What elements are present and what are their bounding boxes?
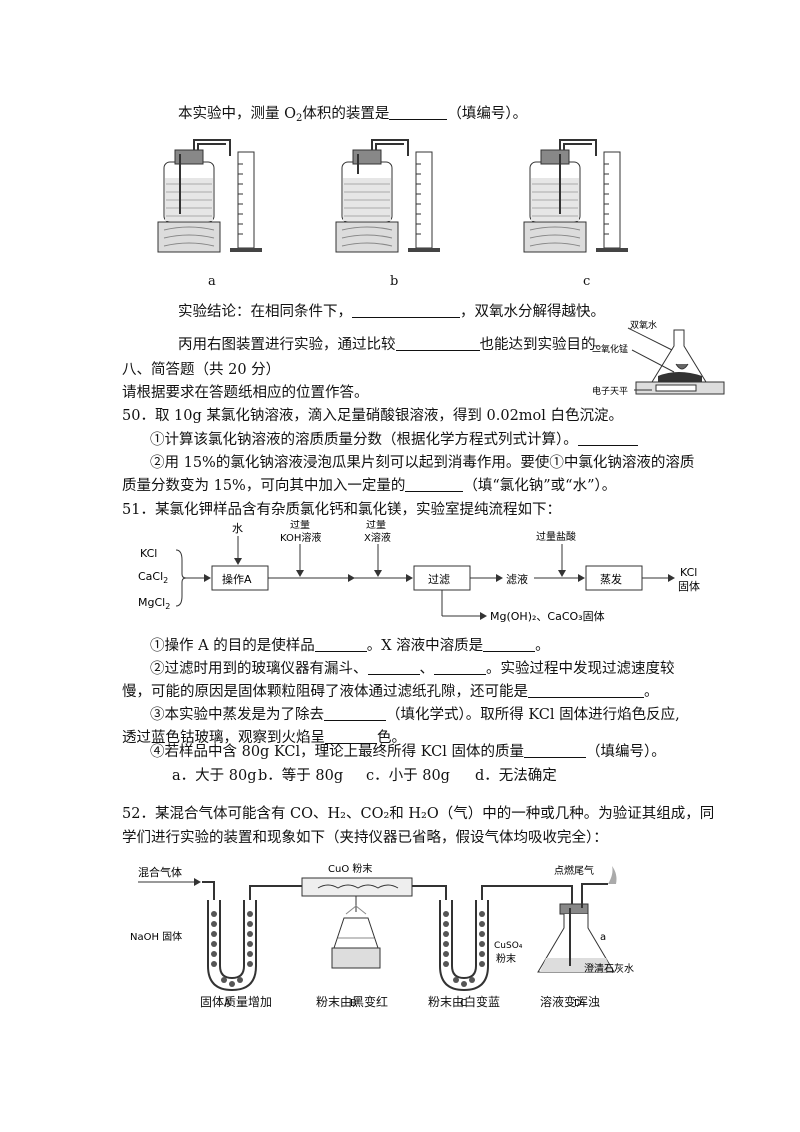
apparatus-a [157,139,263,253]
flow-filter: 过滤 [428,573,450,586]
label-a-small: a [600,932,606,943]
answer-blank[interactable] [405,477,464,492]
cuso4-label: CuSO₄ [494,941,523,951]
apparatus-label-c: c [583,274,591,289]
conclusion-line: 实验结论：在相同条件下，，双氧水分解得越快。 [178,303,605,320]
apparatus-label-a: a [208,274,216,289]
bing-line: 丙用右图装置进行实验，通过比较也能达到实验目的。 [178,336,610,353]
flow-koh-1: 过量 [290,520,310,531]
label-C: C [460,998,467,1009]
q51-option-b[interactable]: b．等于 80g [258,768,344,784]
answer-blank[interactable] [524,743,587,758]
label-B: B [350,998,357,1009]
answer-blank[interactable] [577,431,638,446]
flow-precipitate: Mg(OH)₂、CaCO₃固体 [490,609,605,623]
mixed-gas-label: 混合气体 [138,865,182,879]
q52-stem-line2: 学们进行实验的装置和现象如下（夹持仪器已省略，假设气体均吸收完全）： [122,830,608,846]
q51-part3b: 透过蓝色钴玻璃，观察到火焰呈色。 [122,729,406,746]
obs-D: 溶液变浑浊 [540,995,601,1009]
q51-part4: ④若样品中含 80g KCl，理论上最终所得 KCl 固体的质量（填编号）。 [150,743,666,760]
q51-part2: ②过滤时用到的玻璃仪器有漏斗、、。实验过程中发现过滤速度较 [150,660,675,677]
obs-C: 粉末由白变蓝 [428,995,501,1009]
q51-option-c[interactable]: c．小于 80g [366,768,450,784]
naoh-label: NaOH 固体 [130,931,182,943]
flow-operation-a: 操作A [222,572,252,586]
answer-blank[interactable] [325,729,377,744]
flow-x-2: X溶液 [364,531,391,544]
apparatus-figure [157,139,629,253]
balance-label-hydrogen-peroxide: 双氧水 [630,319,657,331]
flow-x-1: 过量 [366,520,386,531]
answer-blank[interactable] [434,660,486,675]
instruction: 请根据要求在答题纸相应的位置作答。 [122,385,369,401]
obs-B: 粉末由黑变红 [316,995,389,1009]
answer-blank[interactable] [314,637,367,652]
flow-mgcl2: MgCl2 [138,596,170,611]
obs-A: 固体质量增加 [200,995,273,1009]
apparatus-b [335,139,441,253]
q51-part3: ③本实验中蒸发是为了除去（填化学式）。取所得 KCl 固体进行焰色反应, [150,706,680,723]
answer-blank[interactable] [352,303,460,318]
flow-out-kcl: KCl [680,566,697,579]
flow-cacl2: CaCl2 [138,570,168,585]
q51-option-a[interactable]: a．大于 80g [172,768,257,784]
flow-hcl: 过量盐酸 [536,530,576,543]
balance-label-mno2: 二氧化锰 [592,343,628,355]
cuo-label: CuO 粉末 [328,862,372,875]
apparatus-label-b: b [390,274,399,289]
q51-part2b: 慢，可能的原因是固体颗粒阻碍了液体通过滤纸孔隙，还可能是。 [122,683,659,700]
flow-evaporate: 蒸发 [600,572,622,586]
q50-part1: ①计算该氯化钠溶液的溶质质量分数（根据化学方程式列式计算）。 [150,430,638,450]
section-heading: 八、简答题（共 20 分） [122,362,281,378]
q-measure-line: 本实验中，测量 O2体积的装置是（填编号）。 [178,105,528,124]
flow-kcl: KCl [140,547,157,560]
answer-blank[interactable] [389,105,448,120]
apparatus-c [523,139,629,253]
limewater-label: 澄清石灰水 [584,962,634,975]
flow-filtrate: 滤液 [506,572,528,586]
ignite-tail-gas-label: 点燃尾气 [554,864,594,877]
label-D: D [574,998,582,1009]
answer-blank[interactable] [483,637,536,652]
q51-option-d[interactable]: d．无法确定 [475,768,557,784]
balance-label-scale: 电子天平 [592,385,628,397]
flow-out-solid: 固体 [678,579,700,593]
cuso4-powder-label: 粉末 [496,952,516,965]
q52-stem-line1: 52．某混合气体可能含有 CO、H₂、CO₂和 H₂O（气）中的一种或几种。为验… [122,806,715,822]
answer-blank[interactable] [367,660,420,675]
q50-part2a: ②用 15%的氯化钠溶液浸泡瓜果片刻可以起到消毒作用。要使①中氯化钠溶液的溶质 [150,455,695,471]
q51-part1: ①操作 A 的目的是使样品。X 溶液中溶质是。 [150,637,550,654]
q50-part2b: 质量分数变为 15%，可向其中加入一定量的（填“氯化钠”或“水”）。 [122,477,617,494]
answer-blank[interactable] [395,336,480,351]
flow-diagram: KCl CaCl2 MgCl2 操作A 水 过量 KOH溶液 过量 X溶液 过滤… [138,520,700,623]
q52-apparatus-figure: 混合气体 NaOH 固体 A CuO 粉末 B CuSO₄ 粉末 C 点燃尾气 … [130,862,634,1009]
flow-koh-2: KOH溶液 [280,531,321,544]
flow-water: 水 [232,522,243,535]
label-A: A [224,998,231,1009]
answer-blank[interactable] [528,683,644,698]
q50-stem: 50．取 10g 某氯化钠溶液，滴入足量硝酸银溶液，得到 0.02mol 白色沉… [122,408,624,424]
q51-stem: 51．某氯化钾样品含有杂质氯化钙和氯化镁，实验室提纯流程如下： [122,502,561,518]
balance-figure: 双氧水 二氧化锰 电子天平 [592,319,725,397]
answer-blank[interactable] [324,706,386,721]
